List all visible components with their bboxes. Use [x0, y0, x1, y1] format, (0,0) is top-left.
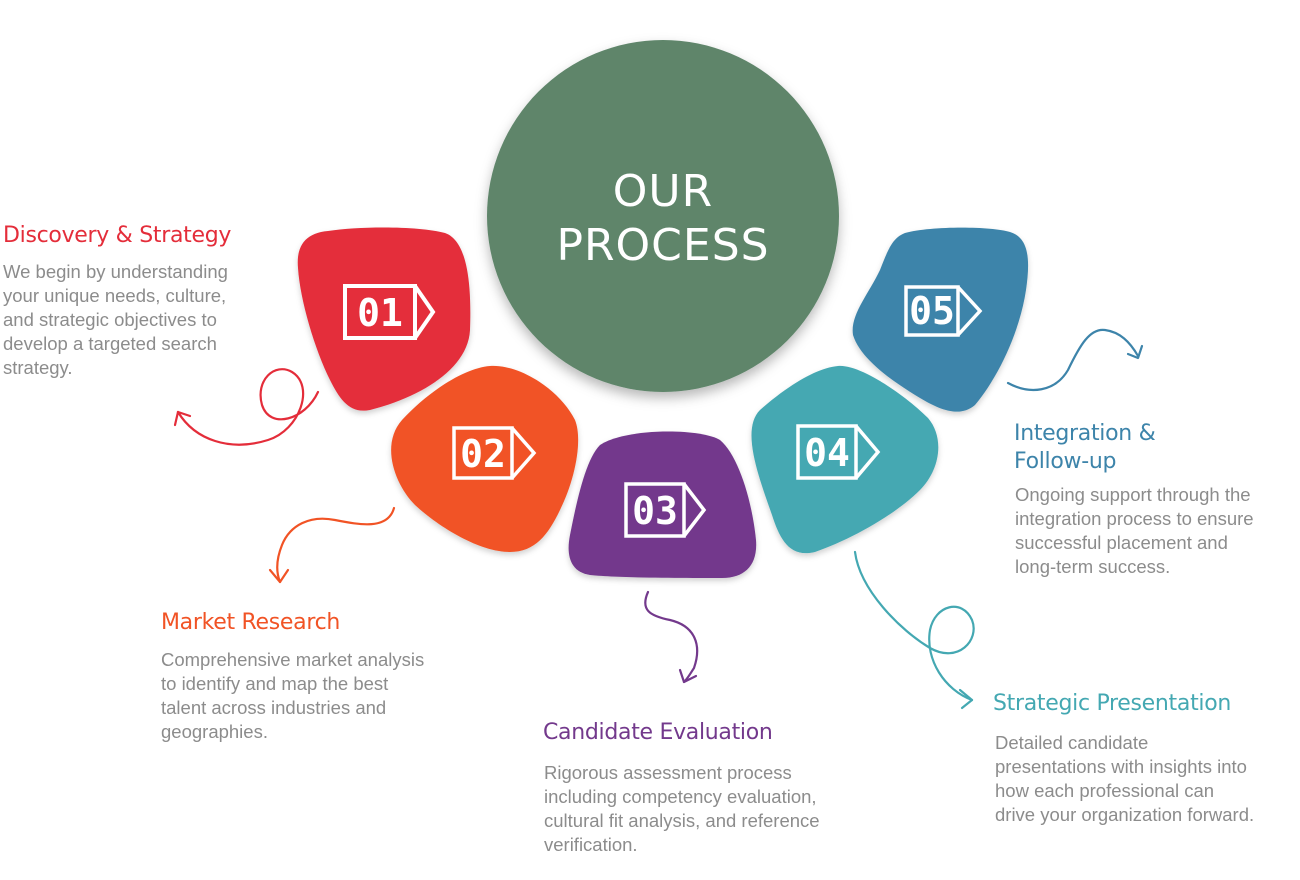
badge-04-chevron [854, 424, 881, 480]
step-05-shape: 05 [852, 227, 1029, 412]
desc-line: talent across industries and [161, 697, 387, 718]
step-03-shape: 03 [568, 431, 757, 578]
center-title-line2: PROCESS [556, 220, 769, 271]
desc-line: Rigorous assessment process [544, 762, 792, 783]
step-02-description: Comprehensive market analysis to identif… [161, 648, 424, 744]
badge-01-chevron [413, 284, 436, 340]
step-02-number: 02 [460, 432, 506, 476]
badge-04-frame [796, 424, 858, 480]
step-01-blob [297, 227, 471, 411]
step-05-arrow [1006, 328, 1144, 391]
step-04-arrow [853, 550, 975, 710]
desc-line: including competency evaluation, [544, 786, 817, 807]
desc-line: strategy. [3, 357, 73, 378]
step-02-title: Market Research [161, 610, 341, 635]
badge-02-chevron [510, 426, 537, 480]
desc-line: drive your organization forward. [995, 804, 1255, 825]
desc-line: We begin by understanding [3, 261, 228, 282]
step-01-number: 01 [357, 291, 403, 335]
step-03-description: Rigorous assessment process including co… [544, 761, 820, 857]
step-04-title: Strategic Presentation [993, 691, 1232, 716]
step-02-blob [391, 365, 579, 552]
step-05-title: Integration & Follow-up [1014, 421, 1156, 474]
badge-05-chevron [956, 285, 983, 337]
step-04-description: Detailed candidate presentations with in… [995, 731, 1254, 827]
step-04-blob [751, 365, 939, 554]
desc-line: and strategic objectives to [3, 309, 217, 330]
step-03-arrow [644, 590, 699, 684]
badge-03-chevron [682, 482, 707, 538]
desc-line: how each professional can [995, 780, 1215, 801]
desc-line: geographies. [161, 721, 268, 742]
step-03-blob [568, 431, 757, 578]
desc-line: to identify and map the best [161, 673, 389, 694]
desc-line: Comprehensive market analysis [161, 649, 425, 670]
center-title-line1: OUR [613, 166, 713, 217]
step-02-arrow [268, 506, 396, 584]
badge-02-frame [452, 426, 514, 480]
step-04-number: 04 [804, 431, 850, 475]
step-01-title: Discovery & Strategy [3, 223, 232, 248]
desc-line: presentations with insights into [995, 756, 1247, 777]
step-05-number: 05 [909, 289, 955, 333]
step-01-arrow [173, 368, 320, 446]
step-01-shape: 01 [297, 227, 471, 411]
step-03-number: 03 [632, 489, 678, 533]
step-02-shape: 02 [391, 365, 579, 552]
step-05-blob [852, 227, 1029, 412]
desc-line: Detailed candidate [995, 732, 1149, 753]
desc-line: verification. [544, 834, 638, 855]
step-04-shape: 04 [751, 365, 939, 554]
desc-line: integration process to ensure [1015, 508, 1254, 529]
badge-05-frame [904, 285, 960, 337]
desc-line: your unique needs, culture, [3, 285, 227, 306]
center-circle [487, 40, 839, 392]
desc-line: develop a targeted search [3, 333, 217, 354]
desc-line: cultural fit analysis, and reference [544, 810, 820, 831]
step-03-title: Candidate Evaluation [543, 720, 773, 745]
step-01-description: We begin by understanding your unique ne… [3, 260, 228, 380]
badge-01-frame [343, 284, 417, 340]
step-05-description: Ongoing support through the integration … [1015, 483, 1254, 579]
desc-line: long-term success. [1015, 556, 1171, 577]
desc-line: successful placement and [1015, 532, 1228, 553]
desc-line: Ongoing support through the [1015, 484, 1251, 505]
badge-03-frame [624, 482, 686, 538]
